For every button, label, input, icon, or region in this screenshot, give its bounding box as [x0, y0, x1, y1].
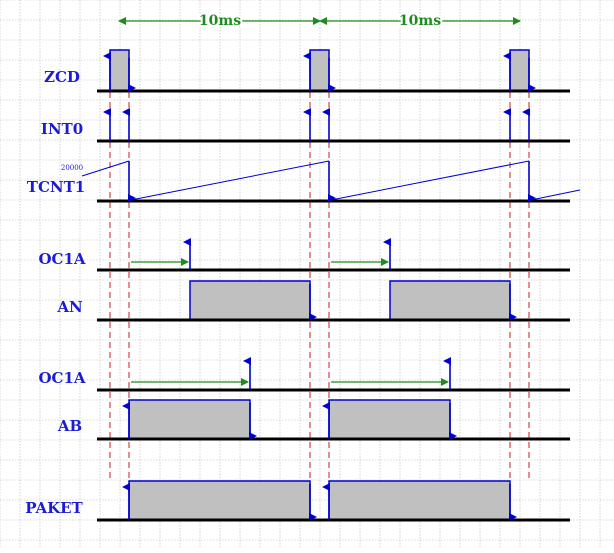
- an-pulse: [189, 280, 311, 321]
- ab-pulse: [128, 399, 251, 440]
- zcd-pulse: [109, 49, 130, 92]
- signal-label-oc1a-an: OC1A: [38, 250, 85, 268]
- paket-waveform: [97, 480, 570, 522]
- signal-label-zcd: ZCD: [44, 68, 80, 86]
- zcd-pulse: [509, 49, 530, 92]
- oc1a-ab-waveform: [97, 357, 570, 392]
- paket-pulse: [328, 480, 511, 521]
- signal-label-an: AN: [56, 298, 83, 316]
- ab-pulse: [328, 399, 451, 440]
- signal-label-oc1a-ab: OC1A: [38, 369, 85, 387]
- signal-labels: ZCD INT0 TCNT1 20000 OC1A AN OC1A AB PAK…: [25, 68, 86, 517]
- signal-label-ab: AB: [57, 417, 82, 435]
- period-label-2: 10ms: [399, 13, 441, 29]
- tcnt1-max-label: 20000: [61, 164, 83, 172]
- an-pulse: [389, 280, 511, 321]
- tcnt1-ramp: [130, 160, 330, 201]
- tcnt1-waveform: [81, 160, 581, 203]
- int0-waveform: [97, 108, 570, 143]
- zcd-pulse: [309, 49, 330, 92]
- signal-label-tcnt1: TCNT1: [27, 178, 85, 196]
- zcd-waveform: [97, 49, 570, 93]
- tcnt1-ramp: [530, 189, 581, 201]
- tcnt1-ramp: [330, 160, 530, 201]
- period-label-1: 10ms: [199, 13, 241, 29]
- paket-pulse: [128, 480, 311, 521]
- ab-waveform: [97, 399, 570, 441]
- period-dimensions: 10ms 10ms: [118, 11, 521, 31]
- an-waveform: [97, 280, 570, 322]
- signal-label-paket: PAKET: [25, 499, 83, 517]
- signal-label-int0: INT0: [41, 120, 83, 138]
- oc1a-an-waveform: [97, 238, 570, 272]
- tcnt1-ramp: [81, 160, 130, 177]
